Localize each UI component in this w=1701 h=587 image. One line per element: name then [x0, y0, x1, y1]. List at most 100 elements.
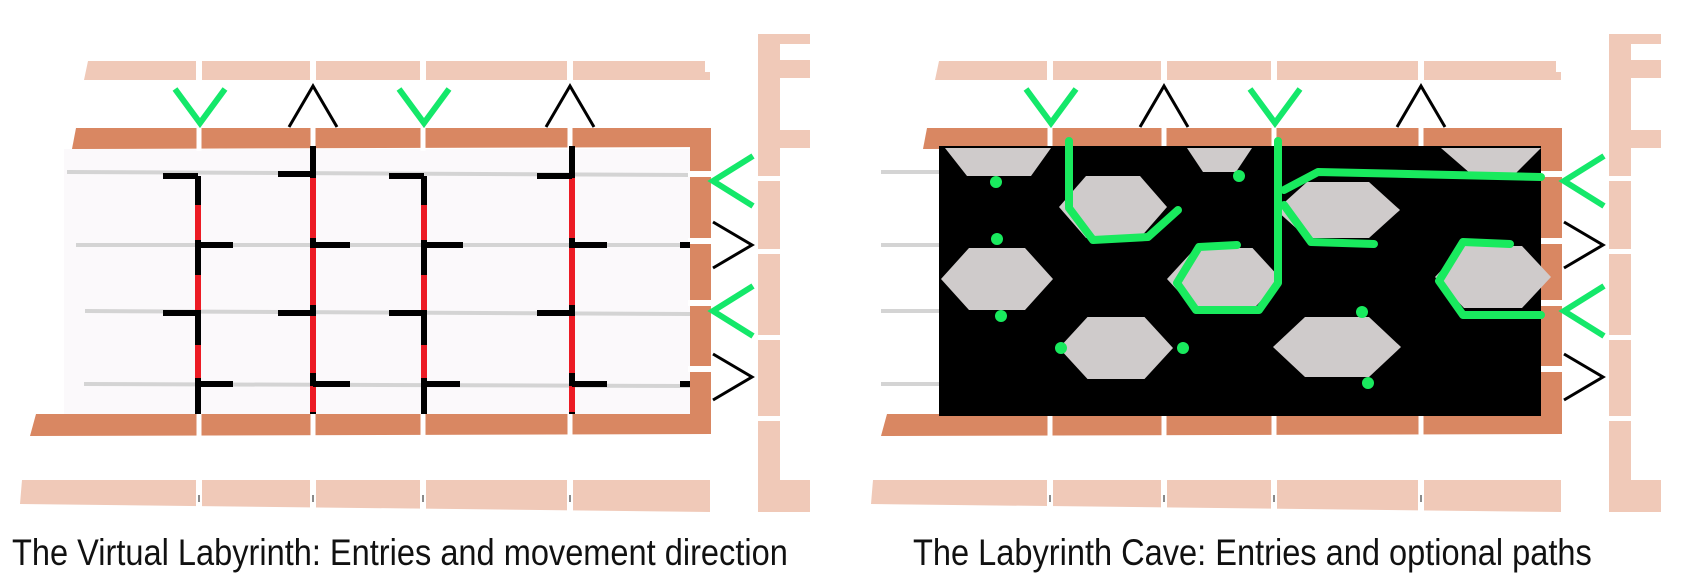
- entry-arrow-out: [1395, 83, 1447, 128]
- rock: [1441, 148, 1541, 174]
- entry-arrow-in: [172, 87, 228, 129]
- rock: [945, 148, 1051, 176]
- side-entry-out: [1563, 220, 1606, 270]
- labyrinth-cave-caption: The Labyrinth Cave: Entries and optional…: [913, 532, 1592, 573]
- outer-wall-gap: [196, 58, 202, 83]
- inner-wall-gap: [1418, 125, 1424, 151]
- side-entry-out: [712, 220, 755, 270]
- side-entry-in: [1558, 283, 1606, 339]
- outer-wall-right: [1609, 34, 1631, 512]
- inner-wall-gap: [310, 411, 316, 438]
- outer-wall-right-stub-1: [780, 60, 810, 78]
- outer-wall-top: [935, 61, 1561, 80]
- inner-wall-gap: [1161, 411, 1167, 438]
- path-marker: [1233, 170, 1245, 182]
- outer-wall-top: [84, 61, 710, 80]
- outer-wall-gap: [755, 416, 783, 421]
- side-entry-in: [707, 153, 755, 209]
- outer-wall-gap: [755, 176, 783, 181]
- side-entry-out: [712, 352, 755, 402]
- path-marker: [1055, 342, 1067, 354]
- outer-wall-gap: [310, 58, 316, 83]
- path-marker: [991, 233, 1003, 245]
- inner-wall-gap: [196, 411, 202, 438]
- rock: [1059, 317, 1173, 379]
- path-marker: [1177, 342, 1189, 354]
- inner-wall-gap: [688, 238, 713, 244]
- optional-path: [1065, 137, 1182, 244]
- inner-wall-gap: [567, 411, 573, 438]
- side-entry-in: [1558, 153, 1606, 209]
- optional-path: [1280, 168, 1545, 194]
- outer-wall-tick: [1163, 495, 1165, 502]
- path-marker: [1362, 377, 1374, 389]
- inner-wall-gap: [1539, 366, 1564, 372]
- outer-wall-gap: [420, 58, 426, 83]
- outer-wall-gap: [1606, 176, 1634, 181]
- path-marker: [995, 310, 1007, 322]
- inner-wall-gap: [688, 366, 713, 372]
- virtual-labyrinth-caption: The Virtual Labyrinth: Entries and movem…: [12, 532, 788, 573]
- entry-arrow-out: [544, 83, 596, 128]
- outer-wall-gap: [1047, 58, 1053, 83]
- outer-wall-gap: [1161, 58, 1167, 83]
- inner-wall-gap: [688, 300, 713, 306]
- inner-wall-gap: [1539, 238, 1564, 244]
- path-marker: [990, 176, 1002, 188]
- inner-wall-gap: [1047, 411, 1053, 438]
- inner-wall-gap: [1047, 125, 1053, 151]
- outer-wall-right-stub-2: [780, 130, 810, 148]
- entry-arrow-in: [396, 87, 452, 129]
- outer-wall-gap: [1606, 416, 1634, 421]
- inner-wall-gap: [420, 125, 426, 151]
- outer-wall-bottom: [871, 480, 1561, 512]
- entry-arrow-in: [1247, 87, 1303, 129]
- outer-wall-tick: [422, 495, 424, 502]
- inner-wall-gap: [688, 171, 713, 177]
- inner-wall-top: [72, 128, 711, 149]
- inner-wall-gap: [420, 411, 426, 438]
- inner-wall-gap: [196, 125, 202, 151]
- outer-wall-tick: [1273, 495, 1275, 502]
- inner-wall-gap: [567, 125, 573, 151]
- entry-arrow-in: [1023, 87, 1079, 129]
- outer-wall-bottom: [20, 480, 710, 512]
- rail-line: [66, 170, 691, 177]
- outer-wall-gap: [755, 335, 783, 340]
- entry-arrow-out: [287, 83, 339, 128]
- outer-wall-gap: [1271, 58, 1277, 83]
- outer-wall-tick: [1420, 495, 1422, 502]
- entry-arrow-out: [1138, 83, 1190, 128]
- labyrinth-cave-diagram: [871, 34, 1661, 514]
- optional-path: [1280, 201, 1378, 248]
- inner-wall-gap: [1161, 125, 1167, 151]
- inner-wall-gap: [310, 125, 316, 151]
- outer-wall-right: [758, 34, 780, 512]
- inner-wall-top: [923, 128, 1562, 149]
- outer-wall-right-stub-3: [1631, 480, 1661, 512]
- outer-wall-gap: [1606, 249, 1634, 254]
- outer-wall-right-stub-3: [780, 480, 810, 512]
- outer-wall-gap: [1418, 58, 1424, 83]
- inner-wall-bottom: [30, 414, 711, 436]
- rock: [1276, 182, 1400, 238]
- inner-wall-bottom: [881, 414, 1562, 436]
- inner-wall-gap: [1418, 411, 1424, 438]
- outer-wall-tick: [569, 495, 571, 502]
- virtual-labyrinth-diagram: [20, 34, 810, 514]
- rock: [1059, 176, 1167, 238]
- path-marker: [1356, 306, 1368, 318]
- labyrinth-floor: [64, 149, 690, 414]
- labyrinth-cave-panel: The Labyrinth Cave: Entries and optional…: [851, 0, 1701, 587]
- outer-wall-right-cap: [1631, 34, 1661, 44]
- rock: [1187, 148, 1252, 172]
- inner-wall-gap: [1271, 125, 1277, 151]
- virtual-labyrinth-panel: The Virtual Labyrinth: Entries and movem…: [0, 0, 850, 587]
- side-entry-out: [1563, 352, 1606, 402]
- outer-wall-gap: [1606, 335, 1634, 340]
- inner-wall-gap: [1539, 300, 1564, 306]
- outer-wall-gap: [755, 249, 783, 254]
- inner-wall-gap: [1271, 411, 1277, 438]
- outer-wall-right-cap: [780, 34, 810, 44]
- outer-wall-tick: [198, 495, 200, 502]
